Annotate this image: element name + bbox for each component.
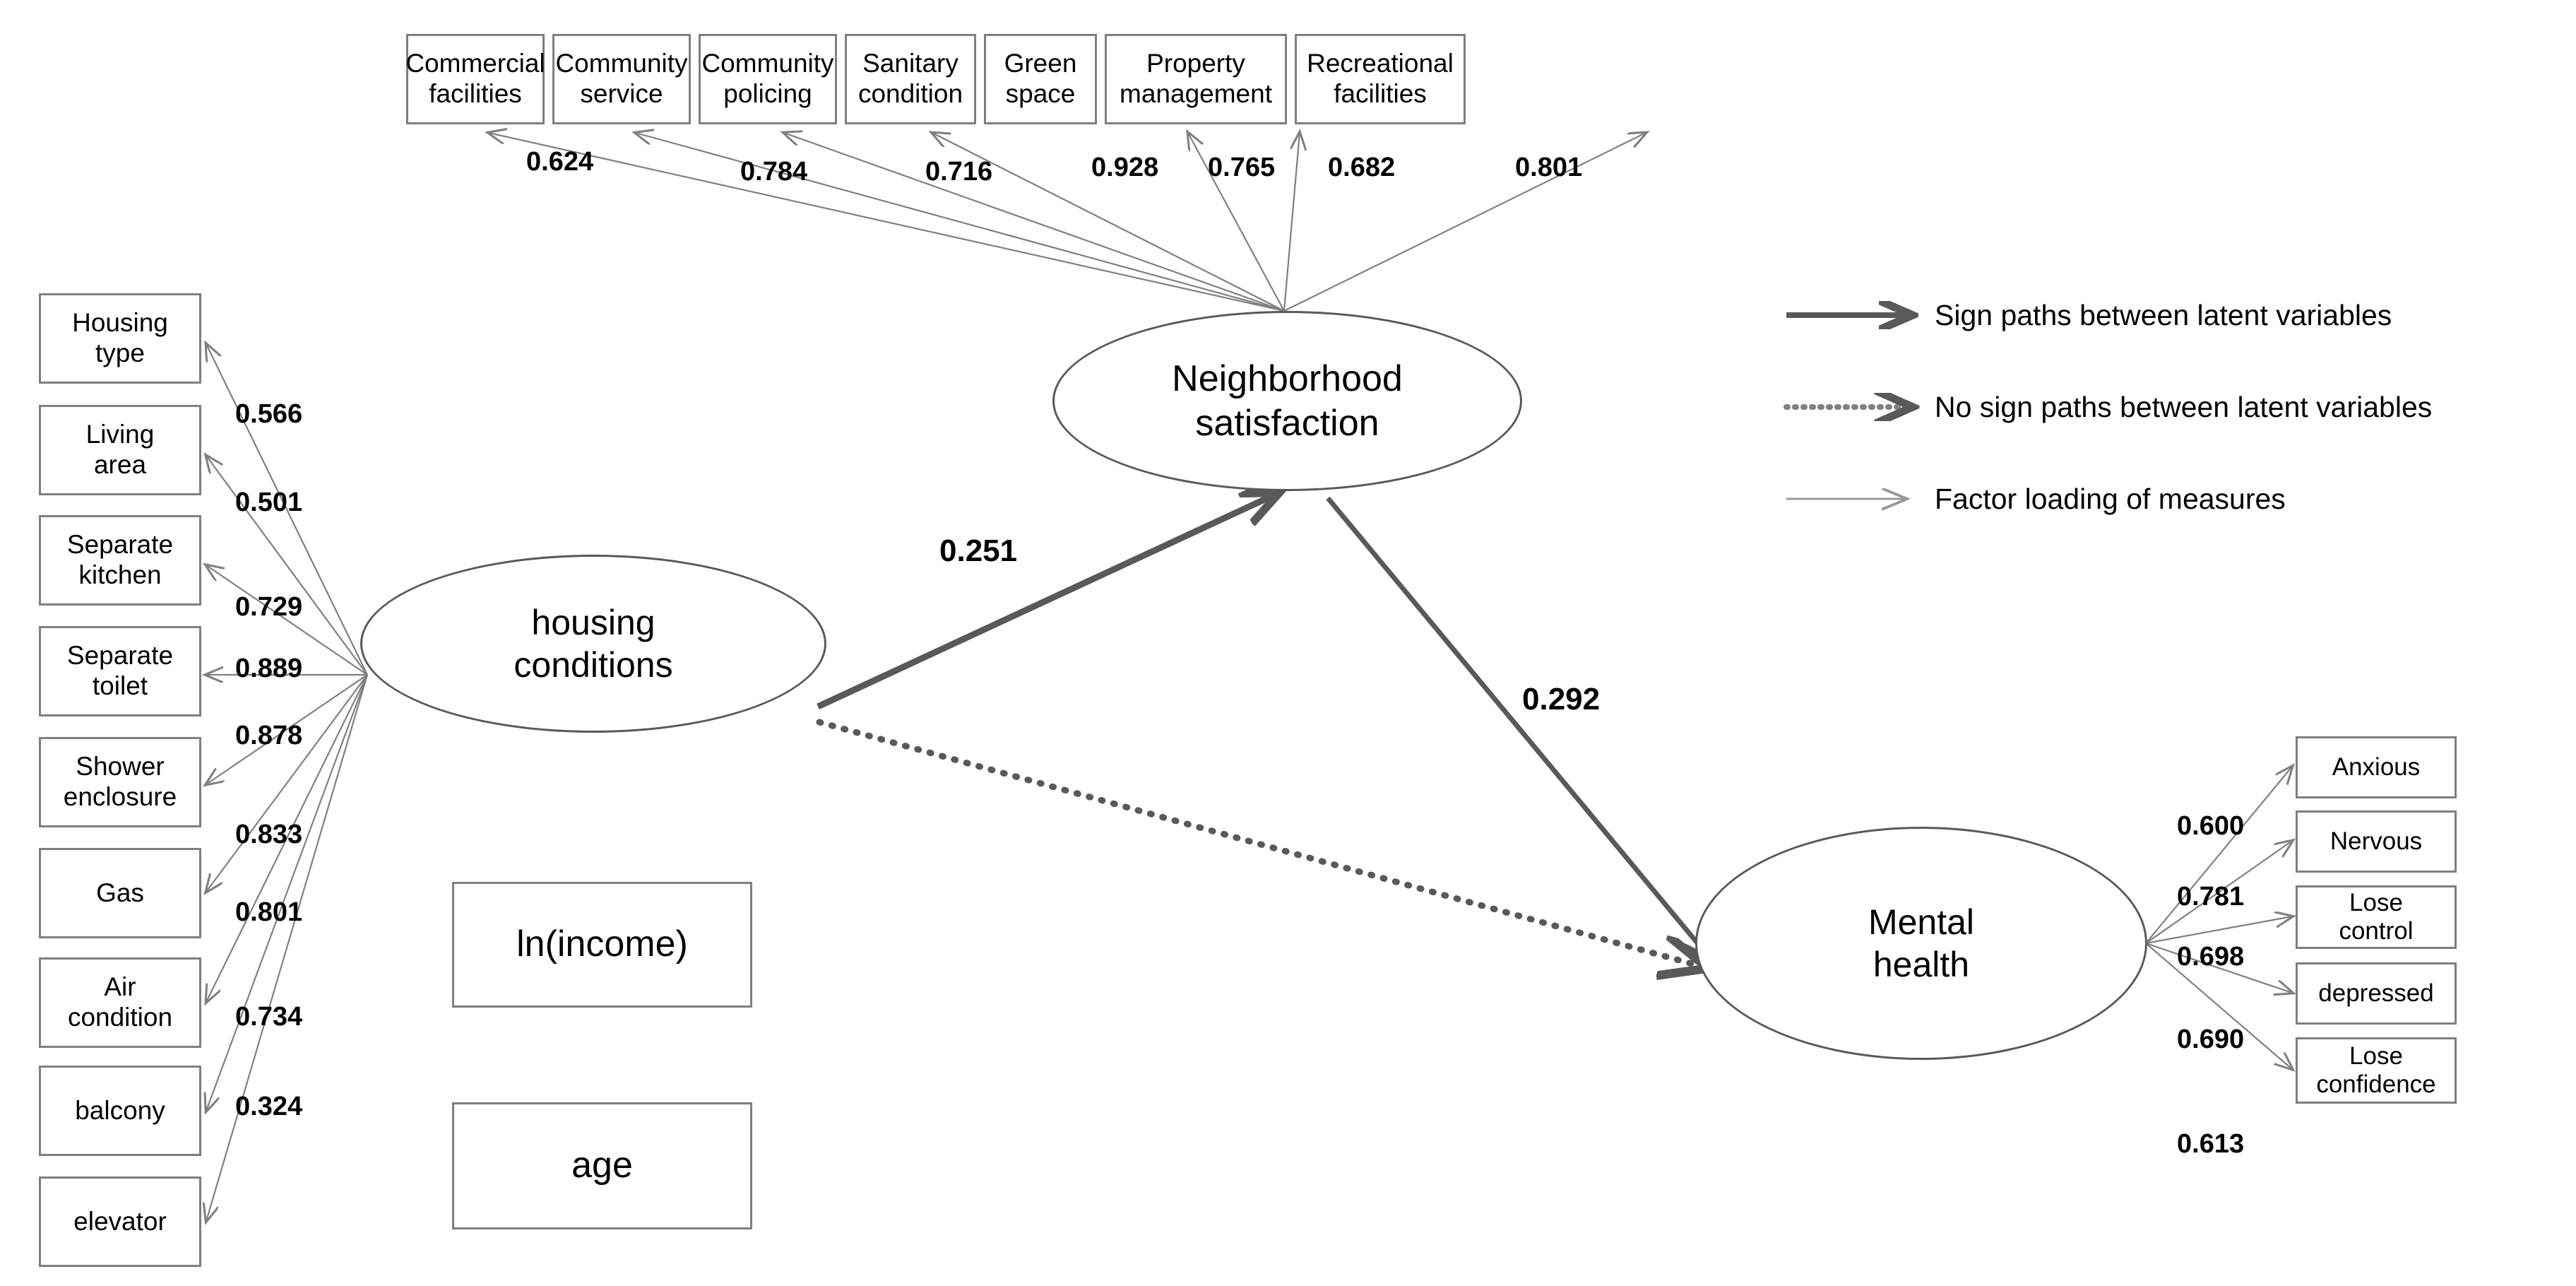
indicator-box-separate-kitchen: Separate kitchen <box>39 515 201 606</box>
indicator-label: Separate toilet <box>66 641 174 700</box>
indicator-label: elevator <box>73 1206 167 1236</box>
loading-community-service: 0.784 <box>740 157 808 187</box>
loading-property-management: 0.682 <box>1328 153 1396 182</box>
indicator-box-living-area: Living area <box>39 405 201 495</box>
loading-anxious: 0.600 <box>2177 811 2245 841</box>
control-box-age: age <box>452 1102 752 1229</box>
indicator-box-depressed: depressed <box>2296 962 2457 1025</box>
path-coefficient-neighborhood-to-mental: 0.292 <box>1522 682 1601 716</box>
indicator-label: Gas <box>96 878 144 907</box>
legend-arrow-solid-thin-icon <box>1783 485 1925 513</box>
loading-living-area: 0.501 <box>235 488 303 517</box>
indicator-box-anxious: Anxious <box>2296 736 2457 798</box>
legend-label: Factor loading of measures <box>1935 482 2286 515</box>
loading-separate-toilet: 0.889 <box>235 654 303 683</box>
latent-mental-health: Mental health <box>1695 827 2147 1060</box>
indicator-label: Shower enclosure <box>63 752 177 811</box>
indicator-box-recreational-facilities: Recreational facilities <box>1295 34 1466 124</box>
loading-balcony: 0.734 <box>235 1002 303 1032</box>
loading-shower-enclosure: 0.878 <box>235 721 303 750</box>
legend-row-factor-loading: Factor loading of measures <box>1783 466 2560 531</box>
indicator-box-property-management: Property management <box>1105 34 1287 124</box>
loading-commercial-facilities: 0.624 <box>526 147 594 177</box>
indicator-label: Community policing <box>701 49 834 108</box>
latent-label: Neighborhood satisfaction <box>1172 358 1403 444</box>
path-neighborhood-to-mental <box>1326 496 1709 957</box>
path-coefficient-housing-to-neighborhood: 0.251 <box>939 533 1018 568</box>
loading-depressed: 0.690 <box>2177 1025 2245 1054</box>
path-housing-to-mental-nonsignificant <box>816 719 1702 967</box>
latent-housing-conditions: housing conditions <box>360 555 826 733</box>
loading-air-condition: 0.801 <box>235 897 303 927</box>
loading-community-policing: 0.716 <box>925 157 993 187</box>
indicator-label: Sanitary condition <box>857 49 963 108</box>
indicator-box-gas: Gas <box>39 848 201 938</box>
indicator-box-community-policing: Community policing <box>699 34 837 124</box>
indicator-label: Air condition <box>67 972 173 1032</box>
legend-row-nonsignificant: No sign paths between latent variables <box>1783 374 2560 440</box>
indicator-label: Nervous <box>2329 827 2423 855</box>
loading-recreational-facilities: 0.801 <box>1515 153 1583 182</box>
indicator-box-housing-type: Housing type <box>39 293 201 384</box>
indicator-label: Community service <box>555 49 688 108</box>
indicator-label: Property management <box>1120 49 1272 108</box>
indicator-label: Living area <box>85 420 155 479</box>
legend-arrow-solid-thick-icon <box>1783 301 1925 329</box>
indicator-box-nervous: Nervous <box>2296 810 2457 873</box>
latent-label: Mental health <box>1868 902 1975 984</box>
legend: Sign paths between latent variables No s… <box>1783 283 2560 558</box>
loading-sanitary-condition: 0.928 <box>1091 153 1159 182</box>
indicator-label: Anxious <box>2332 753 2421 781</box>
indicator-box-lose-control: Lose control <box>2296 885 2457 949</box>
loading-green-space: 0.765 <box>1208 153 1276 182</box>
legend-label: No sign paths between latent variables <box>1935 390 2433 423</box>
indicator-label: Recreational facilities <box>1307 49 1454 108</box>
indicator-box-lose-confidence: Lose confidence <box>2296 1037 2457 1104</box>
legend-label: Sign paths between latent variables <box>1935 298 2392 331</box>
loading-elevator: 0.324 <box>235 1092 303 1121</box>
control-label: age <box>571 1145 633 1186</box>
indicator-label: Lose control <box>2339 888 2414 945</box>
path-housing-to-neighborhood <box>817 495 1275 710</box>
indicator-label: Commercial facilities <box>405 49 545 108</box>
loading-lose-control: 0.698 <box>2177 942 2245 972</box>
latent-neighborhood-satisfaction: Neighborhood satisfaction <box>1052 311 1522 491</box>
indicator-label: Separate kitchen <box>66 530 174 589</box>
indicator-box-air-condition: Air condition <box>39 957 201 1048</box>
indicator-box-shower-enclosure: Shower enclosure <box>39 737 201 827</box>
indicator-box-separate-toilet: Separate toilet <box>39 626 201 716</box>
indicator-box-balcony: balcony <box>39 1066 201 1156</box>
loading-lose-confidence: 0.613 <box>2177 1129 2245 1159</box>
indicator-box-sanitary-condition: Sanitary condition <box>845 34 976 124</box>
loading-housing-type: 0.566 <box>235 399 303 429</box>
legend-arrow-dotted-thick-icon <box>1783 393 1925 421</box>
loading-separate-kitchen: 0.729 <box>235 592 303 622</box>
indicator-label: depressed <box>2318 979 2434 1007</box>
indicator-box-community-service: Community service <box>552 34 691 124</box>
latent-label: housing conditions <box>514 603 673 685</box>
control-label: ln(income) <box>516 924 688 965</box>
indicator-label: Lose confidence <box>2316 1042 2436 1098</box>
indicator-label: Green space <box>1004 49 1077 108</box>
indicator-box-commercial-facilities: Commercial facilities <box>405 34 545 124</box>
loading-gas: 0.833 <box>235 820 303 849</box>
indicator-label: Housing type <box>72 308 168 367</box>
indicator-label: balcony <box>75 1095 165 1125</box>
legend-row-significant: Sign paths between latent variables <box>1783 283 2560 348</box>
control-box-ln-income: ln(income) <box>452 882 752 1008</box>
loading-nervous: 0.781 <box>2177 882 2245 912</box>
indicator-box-elevator: elevator <box>39 1176 201 1267</box>
indicator-box-green-space: Green space <box>984 34 1097 124</box>
